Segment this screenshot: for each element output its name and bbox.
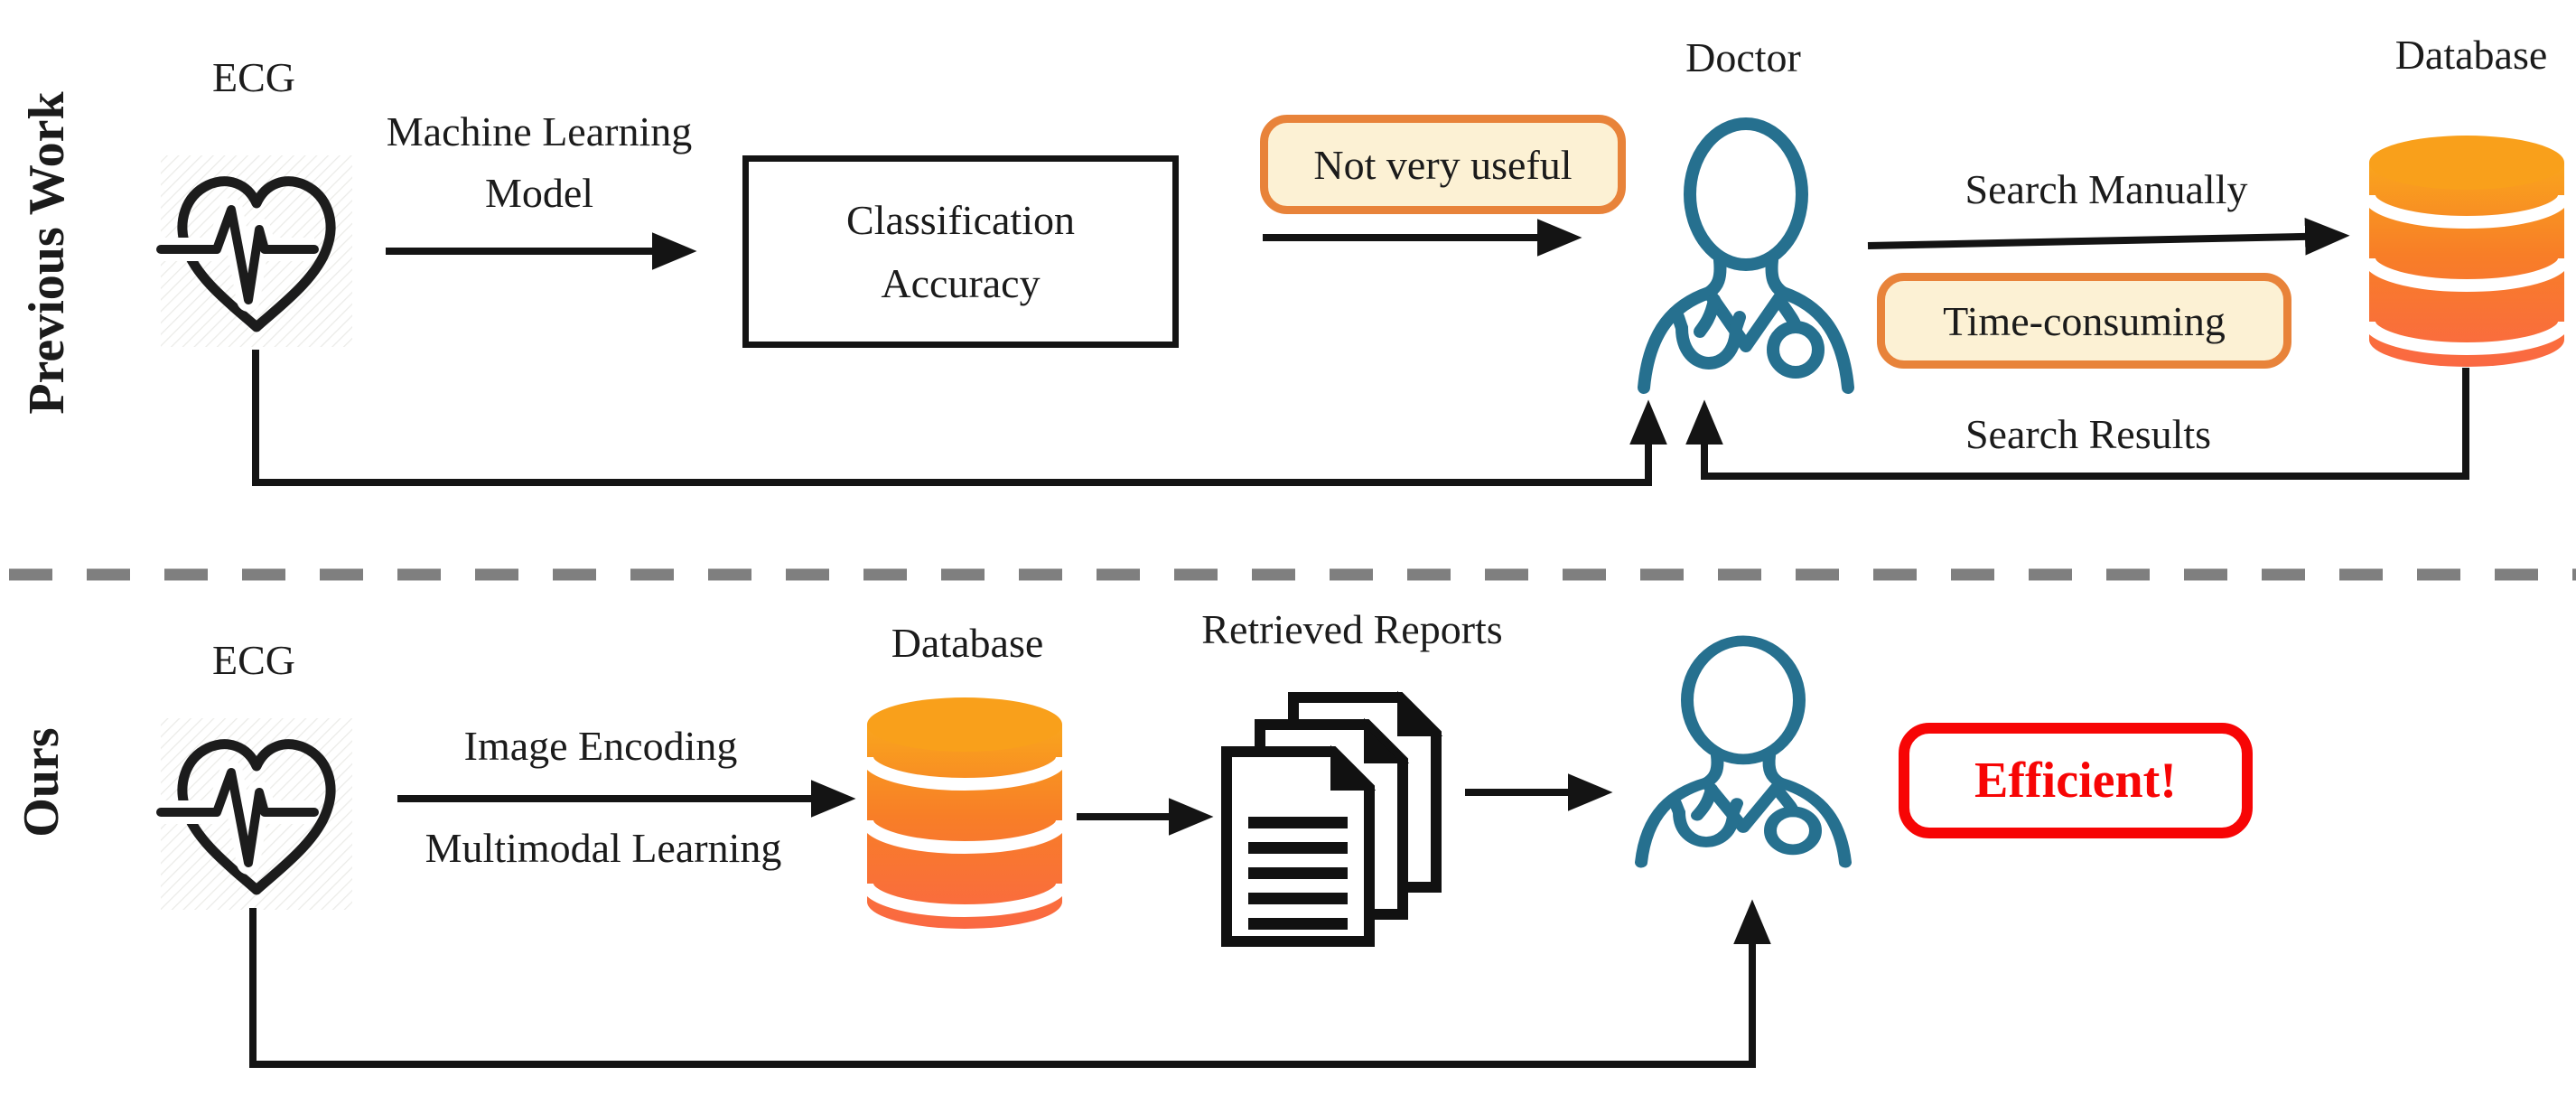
database-icon-bottom xyxy=(867,697,1062,929)
database-icon-top xyxy=(2369,136,2564,367)
retrieved-reports-label: Retrieved Reports xyxy=(1201,606,1503,652)
search-results-label: Search Results xyxy=(1965,411,2212,457)
ecg-label-bottom: ECG xyxy=(212,637,295,683)
not-very-useful-badge-text: Not very useful xyxy=(1313,141,1573,188)
image-encoding-label: Image Encoding xyxy=(463,723,738,769)
classification-accuracy-box: Classification Accuracy xyxy=(742,155,1179,348)
ml-label-line1: Machine Learning xyxy=(386,108,693,154)
search-manually-label: Search Manually xyxy=(1965,166,2248,212)
doctor-label: Doctor xyxy=(1685,34,1801,80)
database-to-doctor-connector xyxy=(1685,368,2469,480)
ml-model-arrow-label: Machine Learning Model xyxy=(291,101,788,224)
classification-box-line1: Classification xyxy=(846,196,1075,243)
time-consuming-badge-text: Time-consuming xyxy=(1943,297,2226,344)
ecg-label-top: ECG xyxy=(212,54,295,100)
section-label-ours: Ours xyxy=(14,727,70,838)
ecg-to-doctor-connector xyxy=(252,350,1667,486)
search-manually-arrow xyxy=(1867,218,2350,256)
doctor-icon-bottom xyxy=(1641,641,1845,862)
ecg-to-doctor-connector-ours xyxy=(249,899,1771,1068)
efficient-badge: Efficient! xyxy=(1899,723,2253,838)
time-consuming-badge: Time-consuming xyxy=(1877,273,2291,369)
multimodal-learning-label: Multimodal Learning xyxy=(425,825,782,871)
classification-box-line2: Accuracy xyxy=(881,259,1041,306)
ml-label-line2: Model xyxy=(484,170,594,216)
section-label-previous-work: Previous Work xyxy=(19,91,75,415)
efficient-badge-text: Efficient! xyxy=(1974,753,2177,809)
database-label-top: Database xyxy=(2394,32,2548,78)
not-very-useful-badge: Not very useful xyxy=(1260,115,1626,214)
documents-icon xyxy=(1227,697,1436,941)
database-label-bottom: Database xyxy=(891,620,1044,666)
doctor-icon-top xyxy=(1644,124,1848,388)
